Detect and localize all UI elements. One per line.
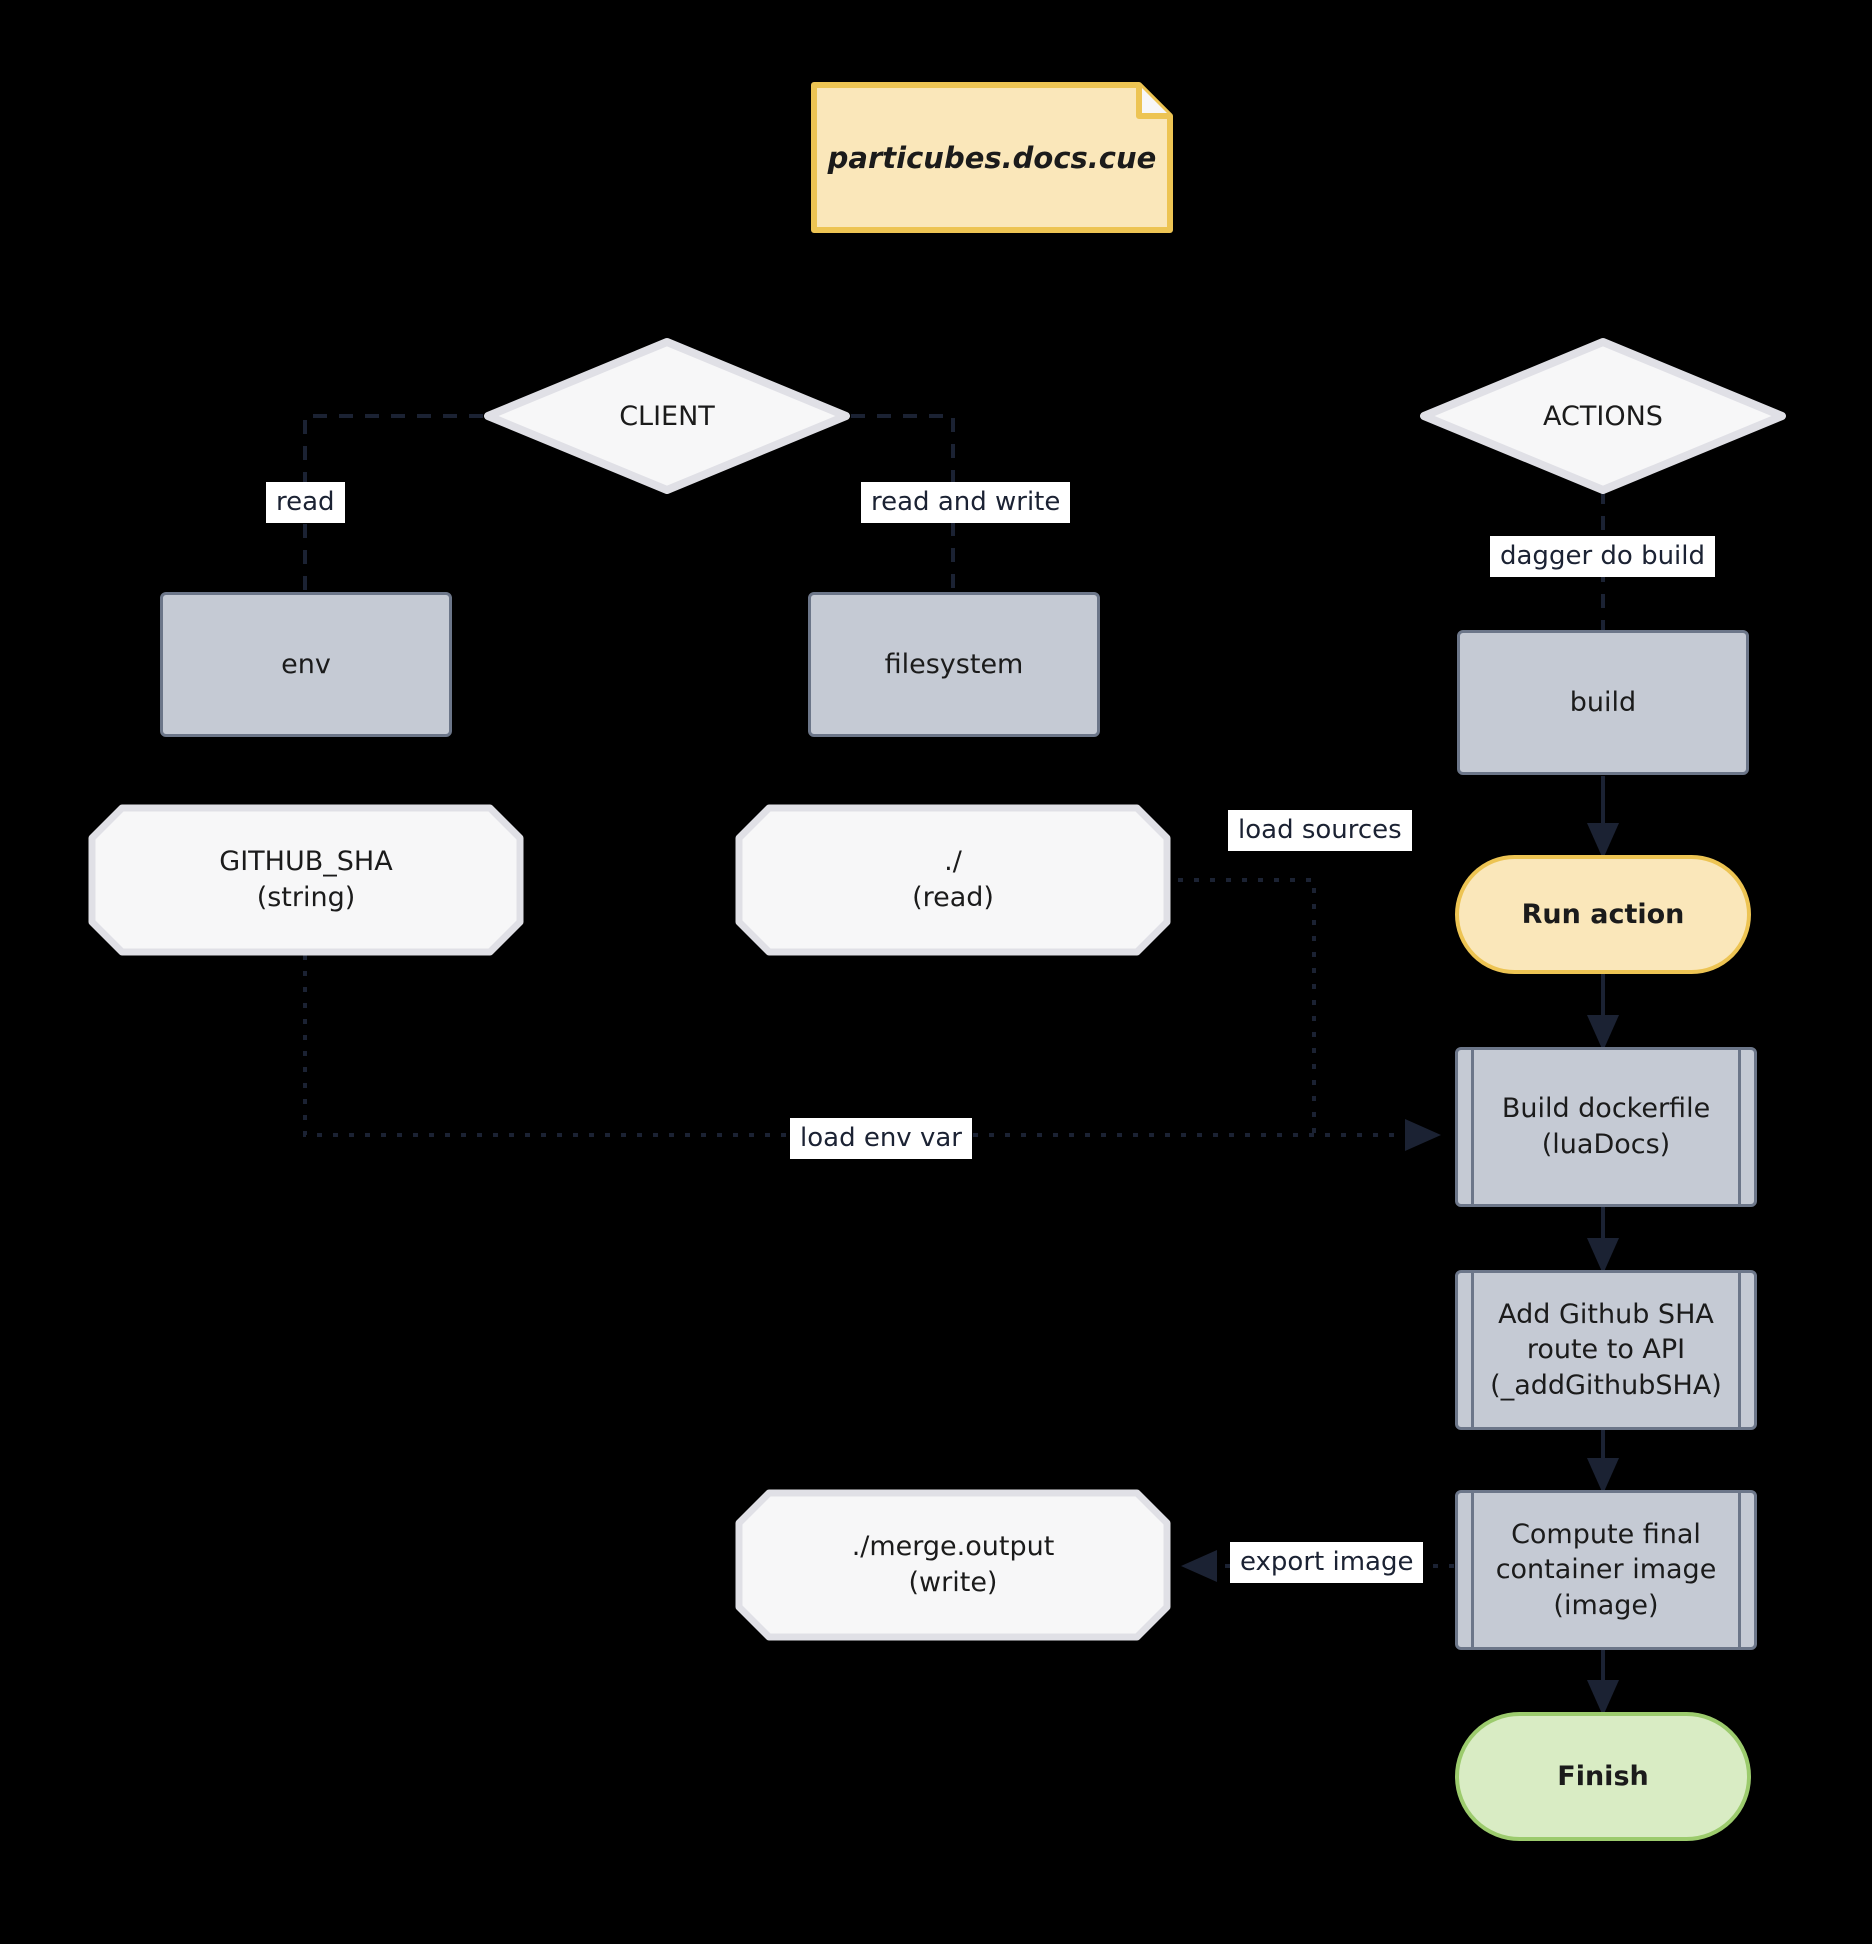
node-build[interactable]: build <box>1457 630 1749 775</box>
node-client[interactable]: CLIENT <box>483 337 851 495</box>
node-add-github-sha-label: Add Github SHA route to API (_addGithubS… <box>1471 1273 1741 1427</box>
node-compute-image[interactable]: Compute final container image (image) <box>1455 1490 1757 1650</box>
node-compute-image-label: Compute final container image (image) <box>1471 1493 1741 1647</box>
node-dot-read[interactable]: ./ (read) <box>735 804 1171 956</box>
edge-label-read: read <box>266 482 345 523</box>
node-file-note-label: particubes.docs.cue <box>827 140 1157 175</box>
edge-githubsha-builddockerfile <box>303 955 1441 1151</box>
edge-label-load-env-var: load env var <box>790 1118 972 1159</box>
octagon-shape-icon <box>88 804 524 956</box>
node-dot-read-label: ./ (read) <box>912 846 994 913</box>
node-add-github-sha[interactable]: Add Github SHA route to API (_addGithubS… <box>1455 1270 1757 1430</box>
note-shape-icon <box>811 82 1173 233</box>
node-file-note[interactable]: particubes.docs.cue <box>811 82 1173 233</box>
node-merge-output[interactable]: ./merge.output (write) <box>735 1489 1171 1641</box>
edge-label-dagger-do-build: dagger do build <box>1490 536 1716 577</box>
node-github-sha-label: GITHUB_SHA (string) <box>219 846 393 913</box>
node-filesystem[interactable]: filesystem <box>808 592 1100 737</box>
octagon-shape-icon <box>735 804 1171 956</box>
diamond-shape-icon <box>1420 338 1786 494</box>
node-finish[interactable]: Finish <box>1455 1712 1751 1841</box>
node-actions-label: ACTIONS <box>1543 400 1663 432</box>
node-github-sha[interactable]: GITHUB_SHA (string) <box>88 804 524 956</box>
node-run-action[interactable]: Run action <box>1455 855 1751 974</box>
node-merge-output-label: ./merge.output (write) <box>851 1531 1055 1598</box>
edge-dotread-builddockerfile <box>1178 878 1316 1135</box>
node-env[interactable]: env <box>160 592 452 737</box>
diamond-shape-icon <box>484 338 850 494</box>
node-actions[interactable]: ACTIONS <box>1419 337 1787 495</box>
node-build-dockerfile-label: Build dockerfile (luaDocs) <box>1471 1050 1741 1204</box>
edge-label-load-sources: load sources <box>1228 810 1412 851</box>
edge-label-export-image: export image <box>1230 1542 1424 1583</box>
octagon-shape-icon <box>735 1489 1171 1641</box>
node-client-label: CLIENT <box>619 400 715 432</box>
edge-label-read-and-write: read and write <box>861 482 1071 523</box>
node-build-dockerfile[interactable]: Build dockerfile (luaDocs) <box>1455 1047 1757 1207</box>
